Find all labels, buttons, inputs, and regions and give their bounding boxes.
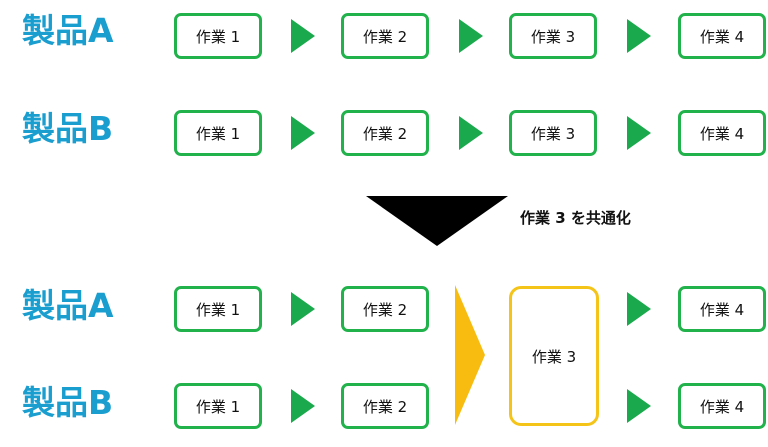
before-row-a-label: 製品A [22,11,114,50]
after-a-step-2: 作業 2 [341,286,429,332]
after-a-step-1: 作業 1 [174,286,262,332]
shared-step-3: 作業 3 [509,286,599,426]
after-b-step-2: 作業 2 [341,383,429,429]
after-a-arrow-2 [627,292,651,326]
before-a-step-2: 作業 2 [341,13,429,59]
before-b-step-4: 作業 4 [678,110,766,156]
transition-down-arrow [366,196,508,246]
after-b-arrow-1 [291,389,315,423]
before-row-b-label: 製品B [22,109,114,148]
merge-arrow [455,285,485,425]
before-a-arrow-2 [459,19,483,53]
transition-note: 作業 3 を共通化 [520,209,631,227]
after-a-step-4: 作業 4 [678,286,766,332]
after-row-b-label: 製品B [22,383,114,422]
before-b-step-2: 作業 2 [341,110,429,156]
before-b-arrow-1 [291,116,315,150]
before-b-step-3: 作業 3 [509,110,597,156]
before-b-arrow-3 [627,116,651,150]
before-a-step-3: 作業 3 [509,13,597,59]
before-b-arrow-2 [459,116,483,150]
before-a-step-1: 作業 1 [174,13,262,59]
after-a-arrow-1 [291,292,315,326]
after-b-step-4: 作業 4 [678,383,766,429]
before-a-step-4: 作業 4 [678,13,766,59]
before-a-arrow-3 [627,19,651,53]
before-b-step-1: 作業 1 [174,110,262,156]
after-row-a-label: 製品A [22,286,114,325]
after-b-step-1: 作業 1 [174,383,262,429]
before-a-arrow-1 [291,19,315,53]
after-b-arrow-2 [627,389,651,423]
